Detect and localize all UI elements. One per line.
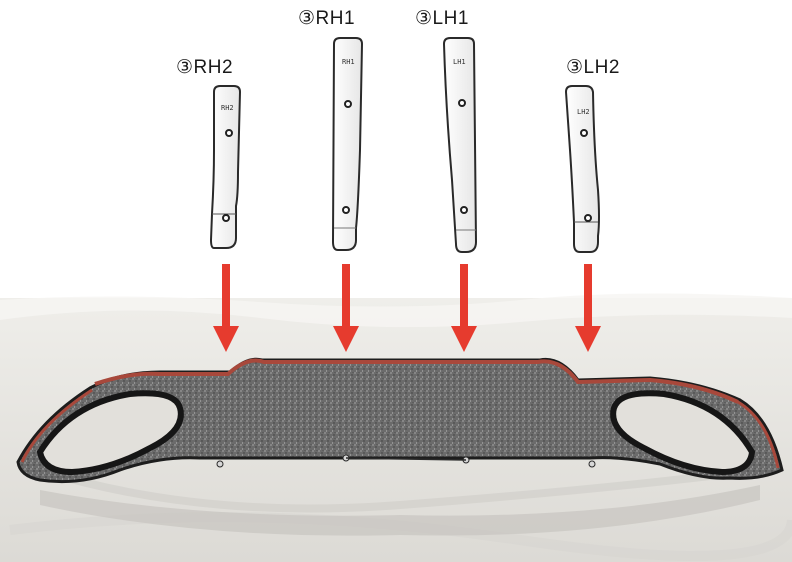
strip-lh2: LH2 [566, 86, 599, 252]
strip-tag-rh2: RH2 [221, 104, 234, 112]
strip-tag-lh1: LH1 [453, 58, 466, 66]
strip-tag-lh2: LH2 [577, 108, 590, 116]
strip-rh2: RH2 [211, 86, 240, 248]
strip-lh1: LH1 [444, 38, 476, 252]
strip-tag-rh1: RH1 [342, 58, 355, 66]
strip-rh1: RH1 [333, 38, 362, 250]
